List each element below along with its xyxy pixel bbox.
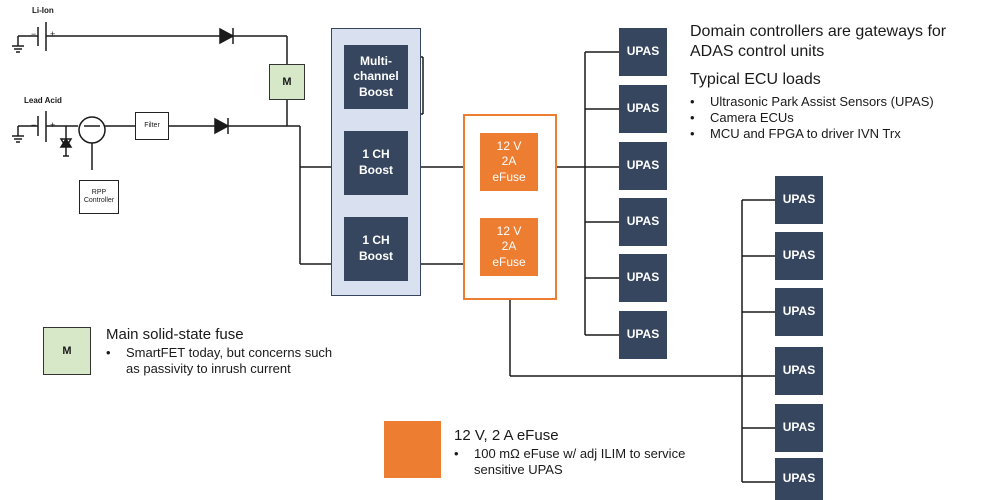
main-switch-box: M [269,64,305,100]
svg-text:−: − [31,29,36,39]
domain-title-line2: ADAS control units [690,43,825,60]
legend-efuse-swatch [384,421,441,478]
domain-subtitle: Typical ECU loads [690,71,821,88]
upas-load: UPAS [619,28,667,76]
upas-load: UPAS [775,288,823,336]
boost-1ch-bottom: 1 CH Boost [344,217,408,281]
multichannel-boost: Multi- channel Boost [344,45,408,109]
upas-load: UPAS [775,458,823,500]
upas-load: UPAS [775,347,823,395]
domain-text-block: Domain controllers are gateways for ADAS… [690,22,980,142]
filter-box: Filter [135,112,169,140]
upas-load: UPAS [619,254,667,302]
li-ion-label: Li-Ion [32,6,54,15]
svg-text:+: + [50,120,55,130]
upas-load: UPAS [775,176,823,224]
legend-m-text: Main solid-state fuse SmartFET today, bu… [106,326,346,377]
legend-m-title: Main solid-state fuse [106,326,244,343]
lead-acid-label: Lead Acid [24,96,62,105]
upas-load: UPAS [619,142,667,190]
upas-load: UPAS [619,85,667,133]
rpp-controller-box: RPP Controller [79,180,119,214]
svg-text:+: + [50,29,55,39]
list-item: 100 mΩ eFuse w/ adj ILIM to service sens… [454,446,704,478]
list-item: MCU and FPGA to driver IVN Trx [690,126,980,142]
efuse-bottom: 12 V 2A eFuse [480,218,538,276]
upas-load: UPAS [775,404,823,452]
legend-m-swatch: M [43,327,91,375]
list-item: Camera ECUs [690,110,980,126]
upas-load: UPAS [775,232,823,280]
boost-1ch-top: 1 CH Boost [344,131,408,195]
svg-text:−: − [31,120,36,130]
legend-efuse-text: 12 V, 2 A eFuse 100 mΩ eFuse w/ adj ILIM… [454,427,704,478]
legend-efuse-title: 12 V, 2 A eFuse [454,427,559,444]
list-item: SmartFET today, but concerns such as pas… [106,345,346,377]
ecu-load-list: Ultrasonic Park Assist Sensors (UPAS) Ca… [690,94,980,142]
upas-load: UPAS [619,198,667,246]
legend-efuse-list: 100 mΩ eFuse w/ adj ILIM to service sens… [454,446,704,478]
domain-title-line1: Domain controllers are gateways for [690,23,947,40]
legend-m-list: SmartFET today, but concerns such as pas… [106,345,346,377]
efuse-top: 12 V 2A eFuse [480,133,538,191]
list-item: Ultrasonic Park Assist Sensors (UPAS) [690,94,980,110]
upas-load: UPAS [619,311,667,359]
